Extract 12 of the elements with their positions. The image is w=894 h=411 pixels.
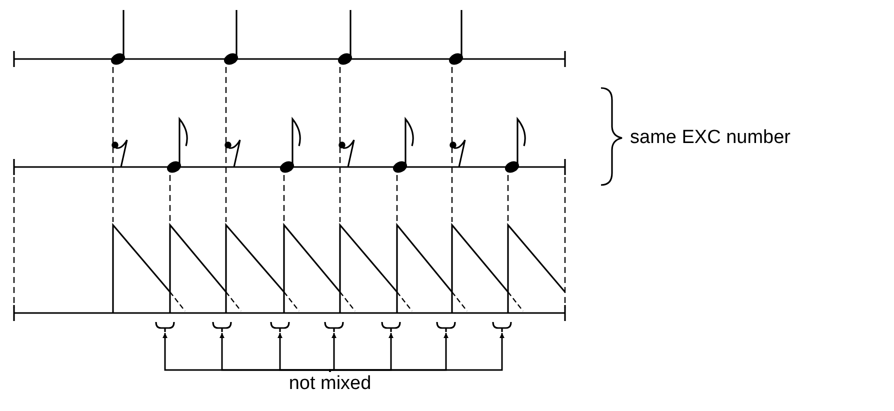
bracket-mark <box>212 321 232 332</box>
arrow <box>329 333 336 372</box>
bracket-mark <box>492 321 512 332</box>
arrow <box>329 333 504 372</box>
bracket-mark <box>381 321 401 332</box>
bracket-mark <box>270 321 290 332</box>
bracket-mark <box>324 321 344 332</box>
bracket-mark <box>436 321 456 332</box>
annotation-text: same EXC number <box>630 126 791 150</box>
caption-text: not mixed <box>260 372 400 396</box>
arrow <box>278 333 331 372</box>
bracket-mark <box>155 321 175 332</box>
